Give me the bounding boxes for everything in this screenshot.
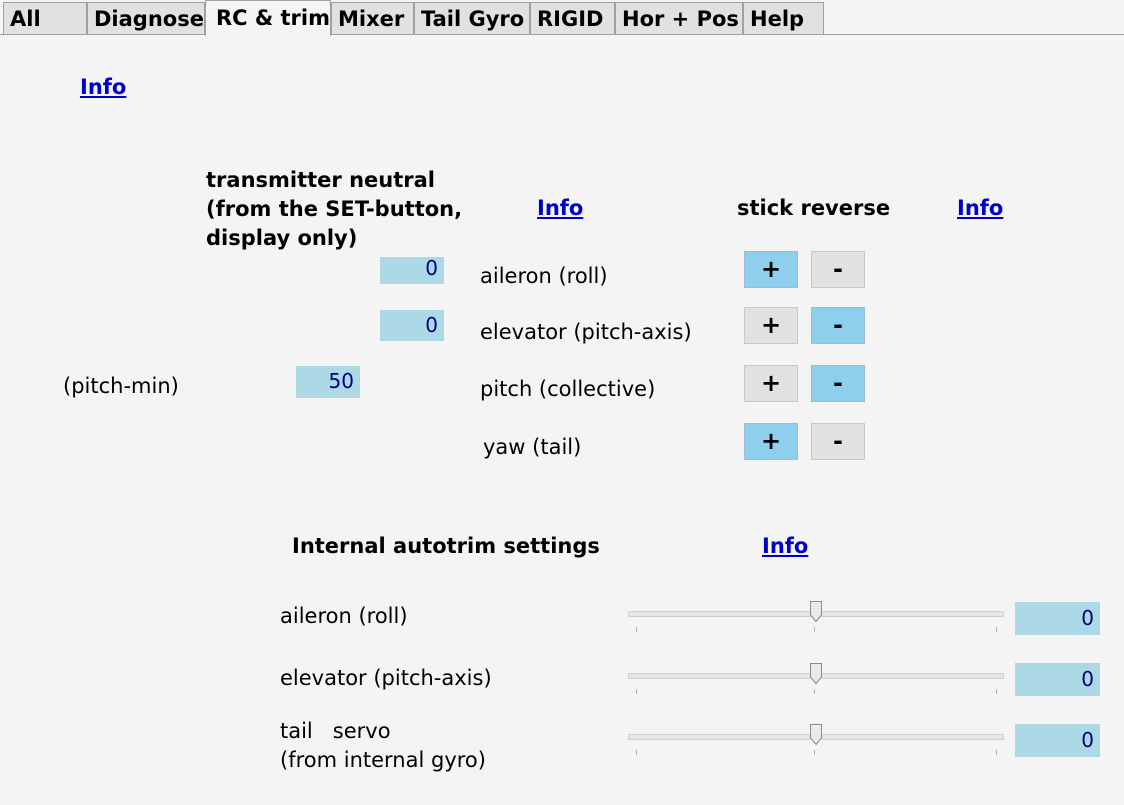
slider-tick xyxy=(814,689,815,694)
pitch-reverse-plus-button[interactable]: + xyxy=(744,365,798,402)
pitch-reverse-minus-button[interactable]: - xyxy=(811,365,865,402)
autotrim-label-tail-note: (from internal gyro) xyxy=(280,748,486,772)
slider-tick xyxy=(996,627,997,632)
yaw-reverse-minus-button[interactable]: - xyxy=(811,423,865,460)
transmitter-neutral-subheading: (from the SET-button, xyxy=(206,197,463,221)
slider-tick xyxy=(814,627,815,632)
tab-all[interactable]: All xyxy=(3,2,87,34)
elevator-reverse-plus-button[interactable]: + xyxy=(744,307,798,344)
autotrim-value-tail: 0 xyxy=(1015,724,1100,757)
tab-divider xyxy=(0,34,1124,35)
tab-diagnose[interactable]: Diagnose xyxy=(87,2,205,34)
autotrim-value-aileron: 0 xyxy=(1015,602,1100,635)
slider-tick xyxy=(996,689,997,694)
autotrim-value-elevator: 0 xyxy=(1015,663,1100,696)
slider-thumb[interactable] xyxy=(810,724,822,746)
channel-label-yaw: yaw (tail) xyxy=(483,435,582,459)
info-link-stick[interactable]: Info xyxy=(537,196,584,220)
slider-thumb[interactable] xyxy=(810,601,822,623)
slider-tick xyxy=(636,689,637,694)
transmitter-neutral-note: display only) xyxy=(206,226,358,250)
slider-thumb[interactable] xyxy=(810,663,822,685)
pitch-min-label: (pitch-min) xyxy=(63,374,179,398)
transmitter-neutral-heading: transmitter neutral xyxy=(206,168,435,192)
pitch-neutral-value: 50 xyxy=(296,366,360,398)
elevator-neutral-value: 0 xyxy=(380,310,444,341)
elevator-reverse-minus-button[interactable]: - xyxy=(811,307,865,344)
channel-label-pitch: pitch (collective) xyxy=(480,377,656,401)
slider-tick xyxy=(996,750,997,755)
info-link-reverse[interactable]: Info xyxy=(957,196,1004,220)
autotrim-slider-tail[interactable] xyxy=(628,721,1004,761)
tab-tail-gyro[interactable]: Tail Gyro xyxy=(414,2,530,34)
aileron-reverse-minus-button[interactable]: - xyxy=(811,251,865,288)
channel-label-elevator: elevator (pitch-axis) xyxy=(480,320,692,344)
tab-rc-trim[interactable]: RC & trim xyxy=(205,0,331,36)
info-link-general[interactable]: Info xyxy=(80,75,127,99)
autotrim-slider-aileron[interactable] xyxy=(628,598,1004,638)
tab-rigid[interactable]: RIGID xyxy=(530,2,615,34)
autotrim-slider-elevator[interactable] xyxy=(628,660,1004,700)
stick-reverse-heading: stick reverse xyxy=(737,196,891,220)
slider-tick xyxy=(636,627,637,632)
autotrim-label-tail: tail servo xyxy=(280,719,391,743)
aileron-reverse-plus-button[interactable]: + xyxy=(744,251,798,288)
channel-label-aileron: aileron (roll) xyxy=(480,264,608,288)
tab-help[interactable]: Help xyxy=(743,2,824,34)
autotrim-heading: Internal autotrim settings xyxy=(292,534,600,558)
tab-hor-pos[interactable]: Hor + Pos xyxy=(615,2,743,34)
tab-bar: All Diagnose RC & trim Mixer Tail Gyro R… xyxy=(0,0,1124,36)
autotrim-label-aileron: aileron (roll) xyxy=(280,604,408,628)
slider-tick xyxy=(814,750,815,755)
aileron-neutral-value: 0 xyxy=(380,257,444,284)
slider-tick xyxy=(636,750,637,755)
yaw-reverse-plus-button[interactable]: + xyxy=(744,423,798,460)
tab-mixer[interactable]: Mixer xyxy=(331,2,414,34)
info-link-autotrim[interactable]: Info xyxy=(762,534,809,558)
autotrim-label-elevator: elevator (pitch-axis) xyxy=(280,666,492,690)
